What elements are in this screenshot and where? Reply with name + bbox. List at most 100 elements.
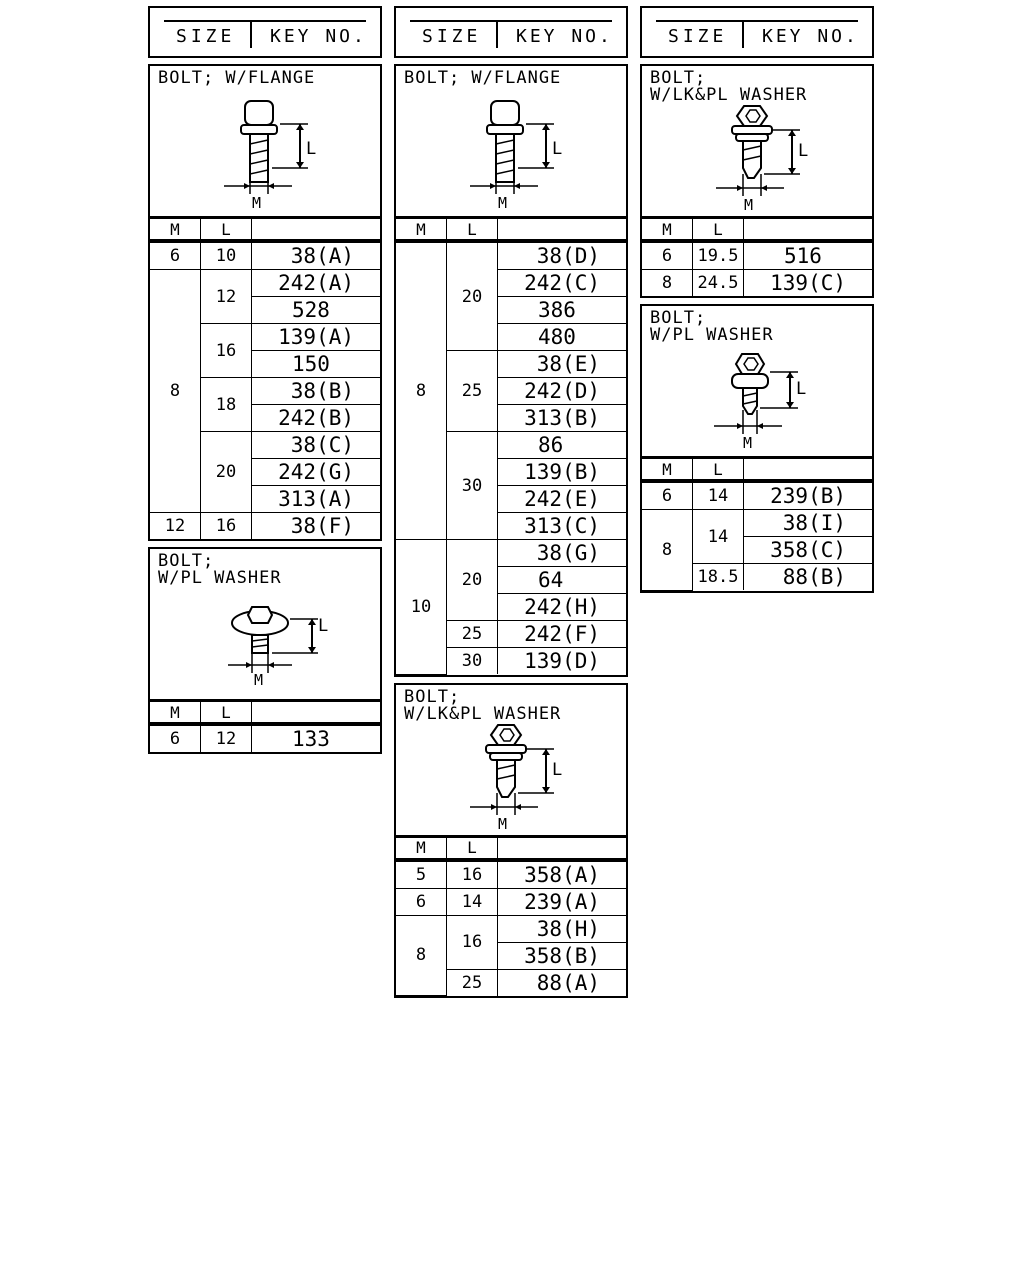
key-number-cell: 86 (497, 431, 626, 459)
key-number-cell: 480 (497, 323, 626, 351)
m-size-cell: 8 (396, 914, 447, 996)
table-row: 242(G) (150, 458, 380, 486)
key-number-cell: 38(H) (497, 914, 626, 943)
table-row: 242(E) (396, 485, 626, 513)
diameter-label: M (254, 671, 263, 689)
key-number-cell: 239(B) (743, 480, 872, 510)
key-number-cell: 313(B) (497, 404, 626, 432)
l-length-cell: 20 (446, 240, 498, 351)
l-length-cell: 10 (200, 240, 252, 270)
key-number-cell: 38(G) (497, 539, 626, 567)
length-label: L (798, 141, 808, 161)
table-row: 242(D) (396, 377, 626, 405)
key-number-cell: 133 (251, 723, 380, 752)
key-number-cell: 358(A) (497, 859, 626, 889)
bolt-type-title: BOLT; W/LK&PL WASHER (650, 68, 808, 105)
l-length-cell: 14 (446, 887, 498, 916)
m-size-cell: 8 (642, 269, 693, 296)
key-column-header (497, 836, 626, 862)
table-row: 480 (396, 323, 626, 351)
l-length-cell: 30 (446, 647, 498, 674)
key-number-cell: 242(C) (497, 269, 626, 297)
diameter-label: M (252, 194, 261, 212)
m-size-cell: 8 (150, 269, 201, 513)
l-length-cell: 14 (692, 480, 744, 510)
bolt-type-title: BOLT; W/PL WASHER (158, 551, 282, 588)
bolt-diagram: LM (228, 606, 328, 689)
m-size-cell: 5 (396, 859, 447, 889)
key-number-cell: 139(D) (497, 647, 626, 674)
m-size-cell: 10 (396, 539, 447, 675)
table-row: 313(B) (396, 404, 626, 432)
key-number-cell: 38(F) (251, 512, 380, 539)
m-column-header: M (642, 458, 693, 483)
key-number-cell: 242(A) (251, 269, 380, 297)
length-label: L (318, 616, 328, 636)
l-length-cell: 18 (200, 377, 252, 432)
bolt-type-title: BOLT; W/LK&PL WASHER (404, 686, 562, 724)
key-column-header (497, 218, 626, 243)
key-number-cell: 38(A) (251, 240, 380, 270)
key-number-cell: 239(A) (497, 887, 626, 916)
table-row: 358(C) (642, 536, 872, 564)
bolt-type-title: BOLT; W/PL WASHER (650, 308, 774, 345)
bolt-diagram-panel: BOLT; W/LK&PL WASHER L M (642, 66, 872, 218)
l-length-cell: 19.5 (692, 240, 744, 270)
key-number-cell: 38(I) (743, 509, 872, 537)
table-row: 313(A) (150, 485, 380, 513)
l-column-header: L (692, 218, 744, 243)
l-length-cell: 16 (446, 859, 498, 889)
key-number-cell: 242(B) (251, 404, 380, 432)
m-size-cell: 6 (150, 240, 201, 270)
bolt-type-title: BOLT; W/FLANGE (158, 68, 316, 88)
key-number-cell: 358(C) (743, 536, 872, 564)
key-number-cell: 386 (497, 296, 626, 324)
key-number-cell: 150 (251, 350, 380, 378)
table-row: 358(B) (396, 941, 626, 970)
m-size-cell: 6 (642, 240, 693, 270)
diameter-label: M (743, 434, 752, 452)
bolt-diagram: LM (224, 100, 316, 212)
l-column-header: L (200, 218, 252, 243)
key-number-cell: 88(A) (497, 968, 626, 996)
m-size-cell: 8 (396, 240, 447, 540)
diameter-label: M (498, 815, 507, 833)
m-column-header: M (150, 701, 201, 726)
key-number-cell: 139(B) (497, 458, 626, 486)
l-length-cell: 20 (446, 539, 498, 621)
key-number-cell: 64 (497, 566, 626, 594)
m-column-header: M (396, 218, 447, 243)
bolt-diagram: LM (470, 723, 562, 833)
m-column-header: M (642, 218, 693, 243)
key-column-header (743, 218, 872, 243)
size-heading: SIZE (422, 26, 482, 47)
key-column-header (251, 701, 380, 726)
length-label: L (552, 139, 562, 159)
l-length-cell: 16 (200, 323, 252, 378)
l-column-header: L (446, 218, 498, 243)
key-column-header (251, 218, 380, 243)
diameter-label: M (744, 196, 753, 214)
l-length-cell: 16 (446, 914, 498, 970)
key-no-heading: KEY NO. (762, 26, 859, 47)
